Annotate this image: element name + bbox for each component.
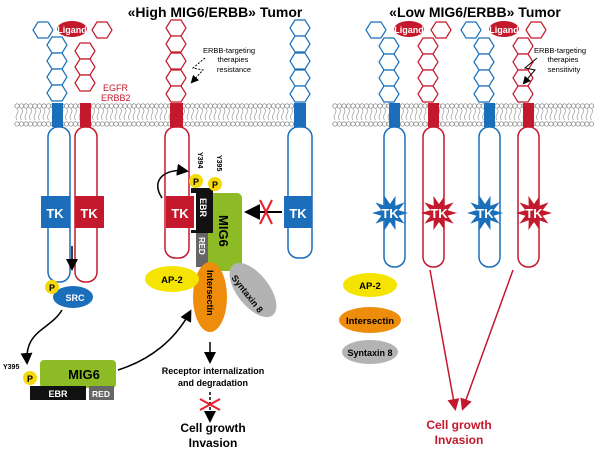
right-title: «Low MIG6/ERBB» Tumor <box>389 4 561 20</box>
svg-text:Invasion: Invasion <box>435 433 484 447</box>
svg-text:EBR: EBR <box>48 389 68 399</box>
svg-text:therapies: therapies <box>548 55 579 64</box>
erbb2-label: ERBB2 <box>101 93 131 103</box>
ap2 <box>145 266 199 292</box>
internalization-text: Receptor internalization <box>162 366 265 376</box>
ap2-free <box>343 273 397 297</box>
egfr-receptor-unbound: TK <box>284 103 313 259</box>
svg-text:Invasion: Invasion <box>189 436 238 450</box>
svg-text:P: P <box>193 177 199 187</box>
receptor-extracellular-domains <box>32 19 547 103</box>
ligand <box>57 21 87 37</box>
svg-text:AP-2: AP-2 <box>161 275 183 286</box>
erbb2-receptor-middle: TK <box>164 103 194 259</box>
svg-text:sensitivity: sensitivity <box>548 65 581 74</box>
svg-text:TK: TK <box>381 206 399 221</box>
mig6-protein-free <box>40 360 116 388</box>
syntaxin8-free <box>342 340 398 364</box>
left-outcome-text: Cell growth <box>180 421 245 435</box>
egfr-receptor-left: TK <box>41 103 71 283</box>
activated-tk-burst <box>516 195 552 231</box>
svg-text:ERBB-targeting: ERBB-targeting <box>534 46 586 55</box>
mig6-protein <box>208 193 242 271</box>
ligand <box>394 21 424 37</box>
erbb2-receptor-left: TK <box>74 103 104 283</box>
activated-tk-burst <box>372 195 408 231</box>
svg-text:EBR: EBR <box>198 198 208 218</box>
svg-text:TK: TK <box>430 206 448 221</box>
svg-text:and degradation: and degradation <box>178 378 248 388</box>
svg-text:TK: TK <box>525 206 543 221</box>
src-kinase <box>53 286 93 308</box>
therapy-sensitivity-note: ERBB-targeting therapies sensitivity <box>522 46 586 85</box>
therapy-resistance-note: ERBB-targeting therapies resistance <box>190 46 255 84</box>
svg-text:Syntaxin 8: Syntaxin 8 <box>347 348 392 358</box>
syntaxin8 <box>229 262 277 318</box>
ligand <box>489 21 519 37</box>
activated-tk-burst <box>421 195 457 231</box>
svg-text:Intersectin: Intersectin <box>346 316 394 327</box>
activated-tk-burst <box>467 195 503 231</box>
svg-text:MIG6: MIG6 <box>68 367 100 382</box>
svg-text:resistance: resistance <box>217 65 251 74</box>
svg-text:RED: RED <box>92 389 110 399</box>
svg-text:Y395: Y395 <box>215 155 222 171</box>
svg-text:TK: TK <box>80 206 98 221</box>
svg-text:Intersectin: Intersectin <box>205 270 215 316</box>
intersectin-free <box>339 307 401 333</box>
right-outcome-text: Cell growth <box>426 418 491 432</box>
svg-text:TK: TK <box>46 206 64 221</box>
svg-text:therapies: therapies <box>218 55 249 64</box>
svg-text:Y395: Y395 <box>3 364 19 371</box>
ebr-domain-free <box>30 386 86 400</box>
svg-text:TK: TK <box>476 206 494 221</box>
ebr-domain <box>191 188 213 233</box>
svg-text:SRC: SRC <box>65 293 85 303</box>
phospho-free <box>23 371 37 385</box>
svg-text:P: P <box>212 180 218 190</box>
svg-text:P: P <box>27 374 33 384</box>
svg-text:RED: RED <box>197 237 207 255</box>
svg-text:Y394: Y394 <box>196 152 203 168</box>
ligand-label: Ligand <box>489 25 519 35</box>
svg-text:Ligand: Ligand <box>57 25 87 35</box>
phospho-y394 <box>189 174 203 188</box>
red-domain <box>196 233 208 267</box>
svg-text:AP-2: AP-2 <box>359 281 381 292</box>
svg-text:MIG6: MIG6 <box>216 215 231 247</box>
left-title: «High MIG6/ERBB» Tumor <box>128 4 303 20</box>
phospho-src <box>45 280 59 294</box>
intersectin <box>193 262 227 332</box>
inhibition-x-icon <box>199 398 221 411</box>
red-domain-free <box>89 386 114 400</box>
svg-text:P: P <box>49 283 55 293</box>
inhibition-x-icon <box>259 199 273 225</box>
svg-text:TK: TK <box>289 206 307 221</box>
egfr-label: EGFR <box>103 83 129 93</box>
svg-text:ERBB-targeting: ERBB-targeting <box>203 46 255 55</box>
svg-text:TK: TK <box>171 206 189 221</box>
phospho-y395 <box>208 177 222 191</box>
ligand-label: Ligand <box>394 25 424 35</box>
